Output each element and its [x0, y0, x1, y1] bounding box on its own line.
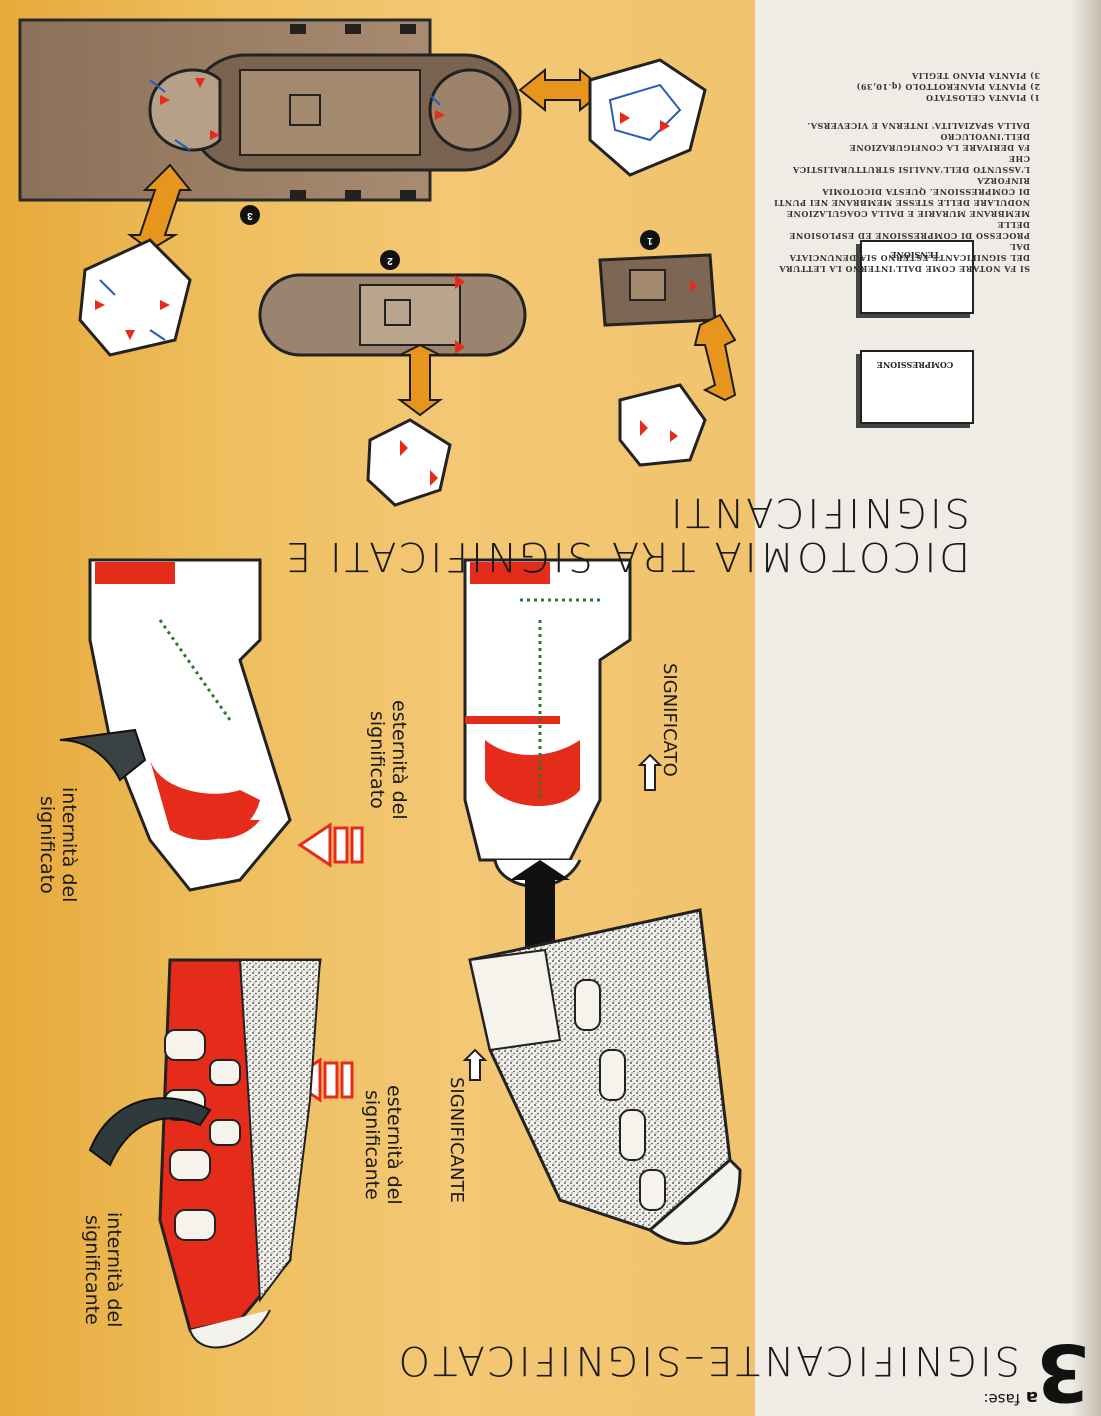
iso-detail-left: [78, 238, 192, 357]
iso-detail-top-right: [588, 58, 707, 177]
hollow-arrow-significato: [297, 822, 364, 868]
iso-detail-mid: [366, 418, 452, 507]
note-line: PROCESSO DI COMPRESSIONE ED ESPLOSIONE D…: [788, 220, 1030, 241]
section-title-line2: SIGNIFICANTI: [667, 489, 970, 535]
note-line: DEL SIGNIFICANTE ESTERNO SIA DENUNCIATA …: [789, 242, 1030, 263]
tower-significato-top: [463, 558, 632, 888]
main-title: SIGNIFICANTE–SIGNIFICATO: [395, 1337, 1020, 1383]
legend-compressione-box: COMPRESSIONE: [860, 350, 974, 424]
plan-number-3: 3: [240, 205, 260, 225]
plan-2-drawing: [258, 273, 527, 357]
plan-list-item: 3) PIANTA PIANO TEGLIA: [911, 71, 1040, 81]
arrow-plan2: [397, 343, 443, 417]
tower-significante-exterior: [468, 908, 742, 1245]
label-significato: SIGNIFICATO: [659, 663, 680, 777]
page-curl-shadow: [1071, 0, 1101, 1416]
plan-number-1: 1: [640, 230, 660, 250]
phase-number: 3: [1035, 1326, 1090, 1416]
label-internita-significante: internità del significante: [81, 1212, 125, 1328]
label-esternita-significante: esternità del significante: [361, 1085, 405, 1205]
notes-paragraph: SI FA NOTARE COME DALL'INTERNO LA LETTUR…: [770, 120, 1030, 274]
plan-1-drawing: [598, 253, 717, 327]
iso-detail-plan1: [618, 383, 707, 467]
plan-list-item: 1) PIANTA CELOSTATO: [925, 93, 1040, 103]
plan-3-drawing: [18, 18, 522, 202]
small-arrow-significante: [462, 1048, 488, 1081]
legend-compressione-label: COMPRESSIONE: [876, 360, 954, 370]
label-significante: SIGNIFICANTE: [446, 1077, 467, 1203]
section-title-line1: DICOTOMIA TRA SIGNIFICATI E: [282, 533, 970, 579]
note-line: L'ASSUNTO DELL'ANALISI STRUTTURALISTICA …: [792, 154, 1030, 175]
plan-number-2: 2: [380, 250, 400, 270]
notes-plan-list: 1) PIANTA CELOSTATO 2) PIANTA PIANEROTTO…: [840, 70, 1040, 103]
note-line: FA DERIVARE LA CONFIGURAZIONE DELL'INVOL…: [849, 132, 1030, 153]
label-internita-significato: internità del significato: [36, 787, 80, 903]
note-line: DALLA SPAZIALITA' INTERNA E VICEVERSA.: [807, 121, 1030, 131]
note-line: NODULARE DELLE STESSE MEMBRANE NEI PUNTI: [773, 198, 1030, 208]
legend-tensione-box: TENSIONE: [860, 240, 974, 314]
section-title: DICOTOMIA TRA SIGNIFICATI E SIGNIFICANTI: [110, 489, 970, 579]
note-line: MEMBRANE MURARIE E DALLA COAGULAZIONE: [786, 209, 1031, 219]
tower-significato-bottom: [59, 558, 292, 892]
plan-list-item: 2) PIANTA PIANEROTTOLO (q.10,39): [856, 82, 1040, 92]
note-line: DI COMPRESSIONE. QUESTA DICOTOMIA RINFOR…: [821, 176, 1030, 197]
tower-significante-interior: [88, 958, 322, 1349]
label-esternita-significato: esternità del significato: [366, 700, 410, 820]
arrow-plan1: [693, 313, 737, 402]
phase-label: fase:: [983, 1390, 1020, 1408]
main-title-block: 3 a fase: SIGNIFICANTE–SIGNIFICATO: [200, 1326, 1090, 1416]
note-line: SI FA NOTARE COME DALL'INTERNO LA LETTUR…: [778, 264, 1030, 274]
small-arrow-significato: [637, 753, 663, 791]
phase-superscript: a: [1025, 1387, 1038, 1408]
